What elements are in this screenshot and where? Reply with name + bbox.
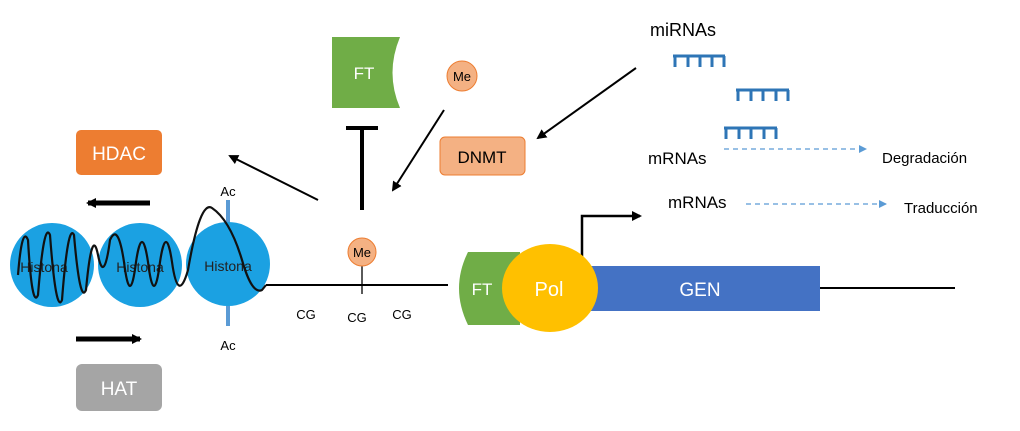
mirna-comb-1 xyxy=(673,54,726,67)
histone-3-label: Histona xyxy=(204,258,252,274)
ft-top-label: FT xyxy=(354,64,375,83)
ft-top: FT xyxy=(332,37,400,108)
gen-box: GEN xyxy=(566,266,820,311)
mirna-to-dnmt-arrow xyxy=(536,67,637,140)
histone-3: Histona xyxy=(186,200,270,326)
dnmt-label: DNMT xyxy=(457,148,506,167)
pol-enzyme: Pol xyxy=(502,244,598,332)
hat-label: HAT xyxy=(101,379,138,400)
ft-promoter: FT xyxy=(459,252,520,325)
dnmt-box: DNMT xyxy=(439,136,526,176)
cg-site-1: CG xyxy=(296,307,316,322)
mirna-comb-2 xyxy=(736,88,790,101)
mirna-comb-3 xyxy=(724,126,778,139)
mirnas-label: miRNAs xyxy=(650,20,716,40)
traduccion-label: Traducción xyxy=(904,200,978,217)
me-to-dna-arrow xyxy=(391,109,445,192)
hdac-box: HDAC xyxy=(76,130,162,175)
mrnas-translation-label: mRNAs xyxy=(668,193,727,212)
cg-site-3: CG xyxy=(392,307,412,322)
pol-label: Pol xyxy=(535,279,564,301)
degradacion-label: Degradación xyxy=(882,150,967,167)
transcription-arrow xyxy=(580,211,642,268)
cg-site-2: CG xyxy=(347,310,367,325)
cg-to-histone-arrow xyxy=(228,155,319,201)
gen-label: GEN xyxy=(679,280,720,301)
me-top: Me xyxy=(446,60,478,92)
histone-2-label: Histona xyxy=(116,259,164,275)
me-top-label: Me xyxy=(453,69,471,84)
me-dna: Me xyxy=(347,237,377,267)
histone-2: Histona xyxy=(98,223,182,307)
me-dna-label: Me xyxy=(353,245,371,260)
histone-1-label: Histona xyxy=(20,259,68,275)
hdac-label: HDAC xyxy=(92,144,146,165)
hat-box: HAT xyxy=(76,364,162,411)
ac-bottom-label: Ac xyxy=(220,338,236,353)
mrnas-degradation-label: mRNAs xyxy=(648,149,707,168)
ac-top-label: Ac xyxy=(220,184,236,199)
dna-strand xyxy=(16,206,267,304)
ft-promoter-label: FT xyxy=(472,280,493,299)
